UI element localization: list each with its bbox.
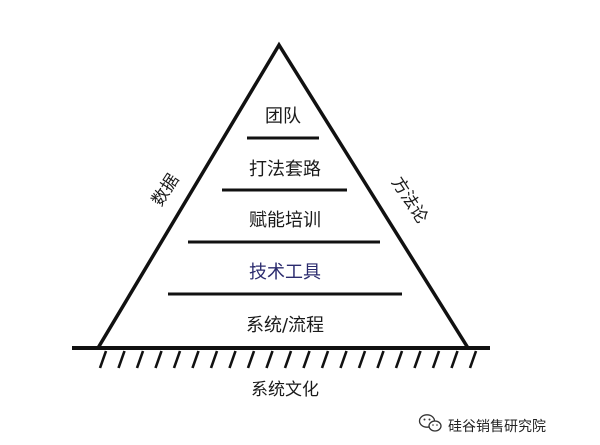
hatch-mark xyxy=(154,350,163,369)
hatch-mark xyxy=(357,350,367,369)
hatch-mark xyxy=(98,350,108,369)
hatch-mark xyxy=(117,350,126,369)
hatch-mark xyxy=(413,350,422,369)
hatch-mark xyxy=(265,350,274,369)
hatch-mark xyxy=(135,350,145,369)
left-side-label: 数据 xyxy=(148,171,183,210)
right-side-label: 方法论 xyxy=(387,173,432,227)
hatch-mark xyxy=(228,350,237,369)
hatch-mark xyxy=(320,350,330,369)
layer-label-team: 团队 xyxy=(265,106,301,127)
layer-label-systems-process: 系统/流程 xyxy=(246,315,324,336)
hatch-mark xyxy=(468,350,478,369)
hatch-mark xyxy=(450,350,459,369)
layer-label-playbook: 打法套路 xyxy=(249,159,321,180)
hatch-mark xyxy=(191,350,200,369)
hatch-mark xyxy=(376,350,385,369)
hatch-mark xyxy=(246,350,256,369)
hatch-mark xyxy=(283,350,293,369)
hatch-mark xyxy=(209,350,219,369)
base-label: 系统文化 xyxy=(251,380,319,400)
ground-hatching xyxy=(98,350,478,369)
hatch-mark xyxy=(172,350,182,369)
watermark: 硅谷销售研究院 xyxy=(418,414,546,435)
watermark-text: 硅谷销售研究院 xyxy=(448,419,546,435)
wechat-icon xyxy=(418,414,442,432)
hatch-mark xyxy=(394,350,404,369)
hatch-mark xyxy=(339,350,348,369)
hatch-mark xyxy=(431,350,441,369)
layer-label-tech-tools: 技术工具 xyxy=(249,262,321,283)
layer-label-enablement: 赋能培训 xyxy=(249,210,321,231)
hatch-mark xyxy=(302,350,311,369)
